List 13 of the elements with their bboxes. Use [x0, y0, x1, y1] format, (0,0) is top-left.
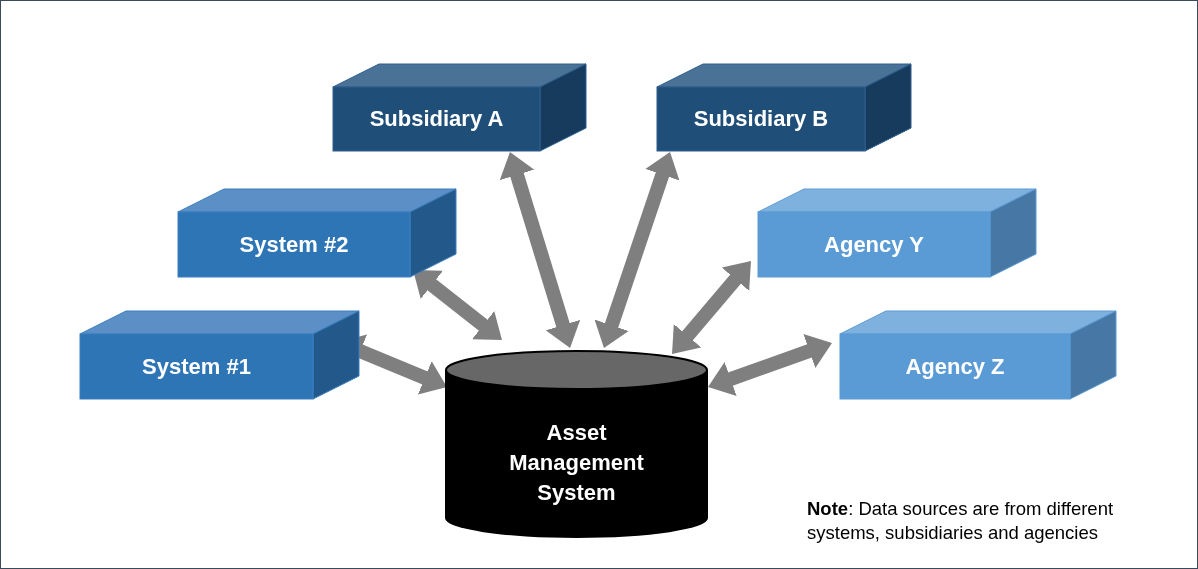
double-arrow — [594, 152, 680, 348]
note-text: Note: Data sources are from different systems, subsidiaries and agencies — [807, 497, 1115, 545]
node-label: Agency Y — [824, 230, 924, 259]
node-label: Asset Management System — [508, 418, 645, 507]
node-label: Subsidiary A — [369, 105, 504, 133]
double-arrow — [499, 152, 581, 348]
double-arrow — [413, 269, 502, 341]
double-arrow — [708, 334, 832, 396]
node-label: System #1 — [142, 352, 251, 381]
node-label: Subsidiary B — [693, 105, 829, 133]
node-label: System #2 — [239, 230, 349, 259]
node-label: Agency Z — [905, 352, 1005, 381]
double-arrow — [672, 260, 751, 355]
